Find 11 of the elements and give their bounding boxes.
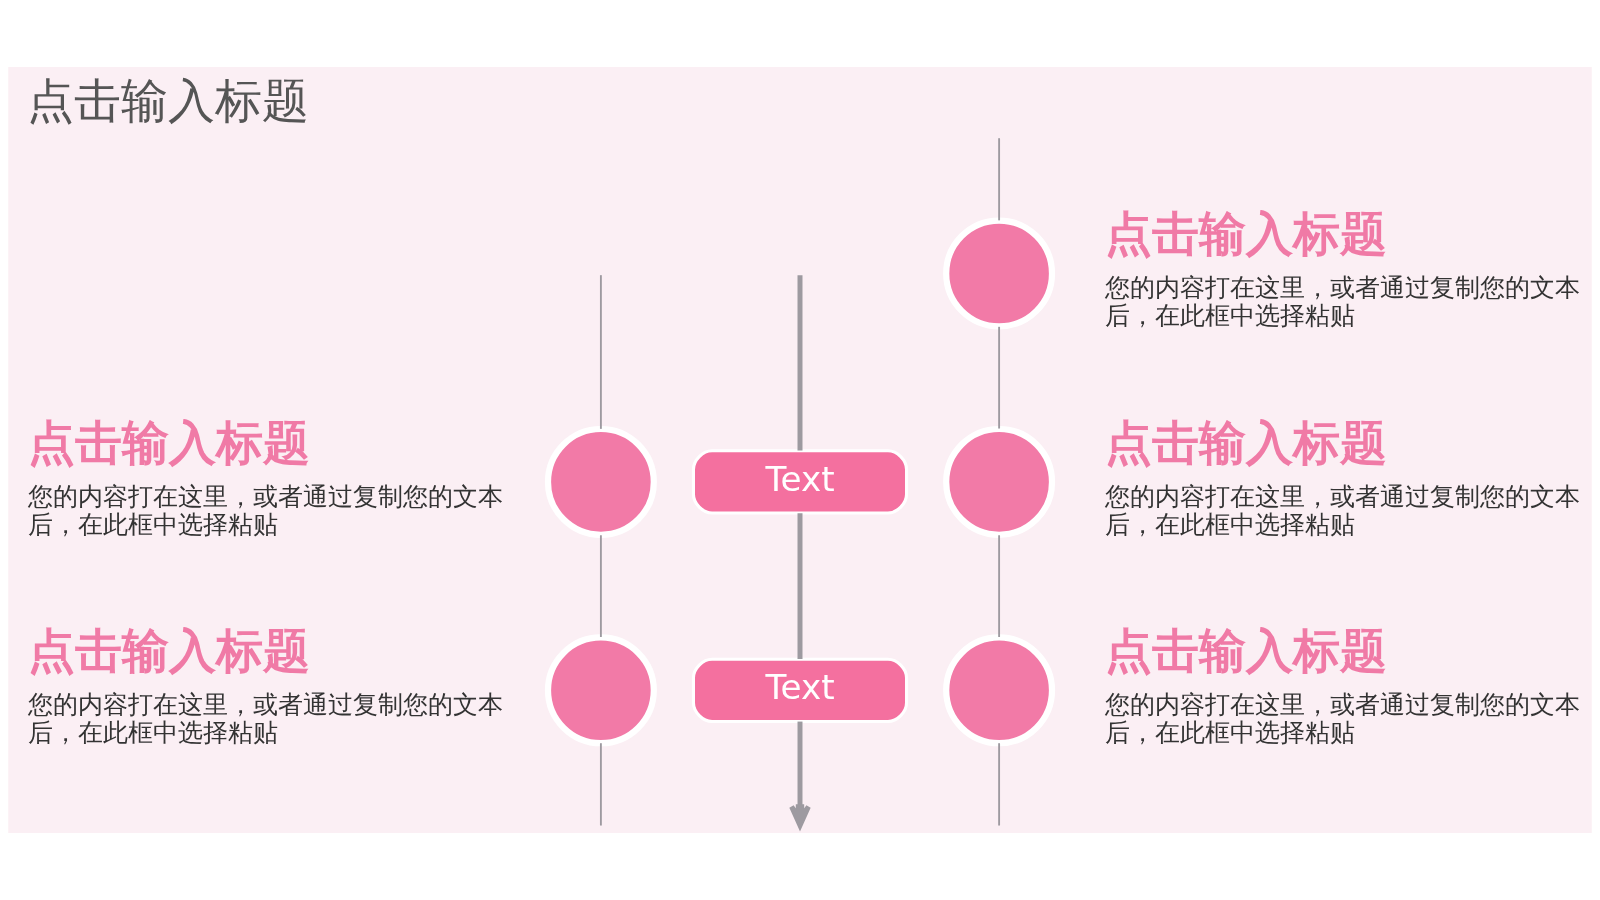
node-label: 点击输入标题 [1104,623,1387,678]
node-label: 点击输入标题 [1104,415,1387,470]
node-label: 点击输入标题 [28,415,311,470]
node-label: 点击输入标题 [28,623,311,678]
diagram-title: 点击输入标题 [26,73,309,128]
node-label: 您的内容打在这里，或者通过复制您的文本后，在此框中选择粘贴 [1104,481,1580,539]
node-label: 您的内容打在这里，或者通过复制您的文本后，在此框中选择粘贴 [1104,690,1580,748]
node-label: 您的内容打在这里，或者通过复制您的文本后，在此框中选择粘贴 [28,690,504,748]
node-label: 点击输入标题 [1104,207,1387,262]
node-label: 您的内容打在这里，或者通过复制您的文本后，在此框中选择粘贴 [28,481,504,539]
node-label: 您的内容打在这里，或者通过复制您的文本后，在此框中选择粘贴 [1104,273,1580,331]
